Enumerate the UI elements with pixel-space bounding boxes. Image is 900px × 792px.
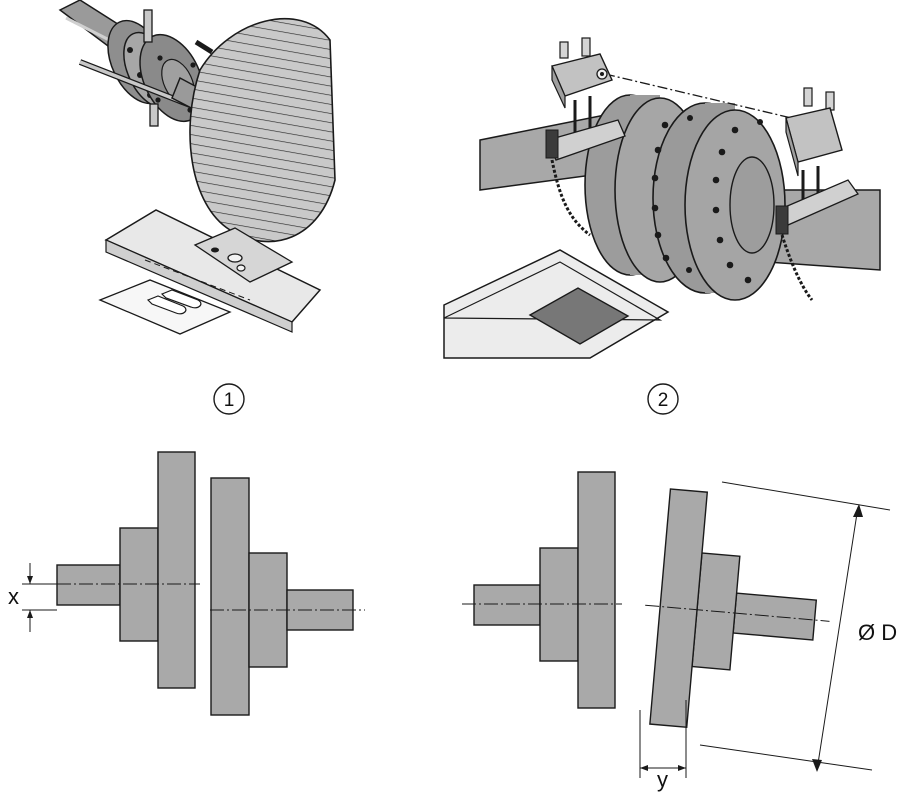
left-flange — [577, 471, 616, 709]
left-flange — [157, 451, 196, 689]
callout-1: 1 — [213, 383, 245, 415]
left-shaft-bar — [473, 584, 541, 626]
left-shaft-bar — [56, 564, 121, 606]
laser-sensor-left — [545, 37, 626, 237]
laser-beam — [604, 73, 801, 121]
parallel-offset-diagram — [22, 451, 365, 716]
dimension-diameter-label: Ø D — [858, 620, 897, 645]
right-flange — [210, 477, 250, 716]
dimension-x-label: x — [8, 584, 19, 609]
bolt-holes — [651, 115, 763, 284]
right-shaft-bar — [732, 592, 818, 641]
laser-sensor-right — [775, 87, 859, 301]
callout-2: 2 — [647, 383, 679, 415]
tilted-coupling — [645, 488, 830, 729]
angular-offset-diagram — [462, 471, 891, 778]
alignment-display-unit — [443, 249, 670, 359]
laser-alignment-illustration — [443, 37, 881, 359]
callout-2-label: 2 — [658, 390, 669, 411]
callout-1-label: 1 — [224, 390, 235, 411]
motor-foot-base — [104, 209, 322, 333]
dial-gauge-alignment-illustration — [58, 0, 336, 335]
dimension-y-label: y — [657, 767, 668, 792]
shim-plate — [98, 279, 232, 335]
